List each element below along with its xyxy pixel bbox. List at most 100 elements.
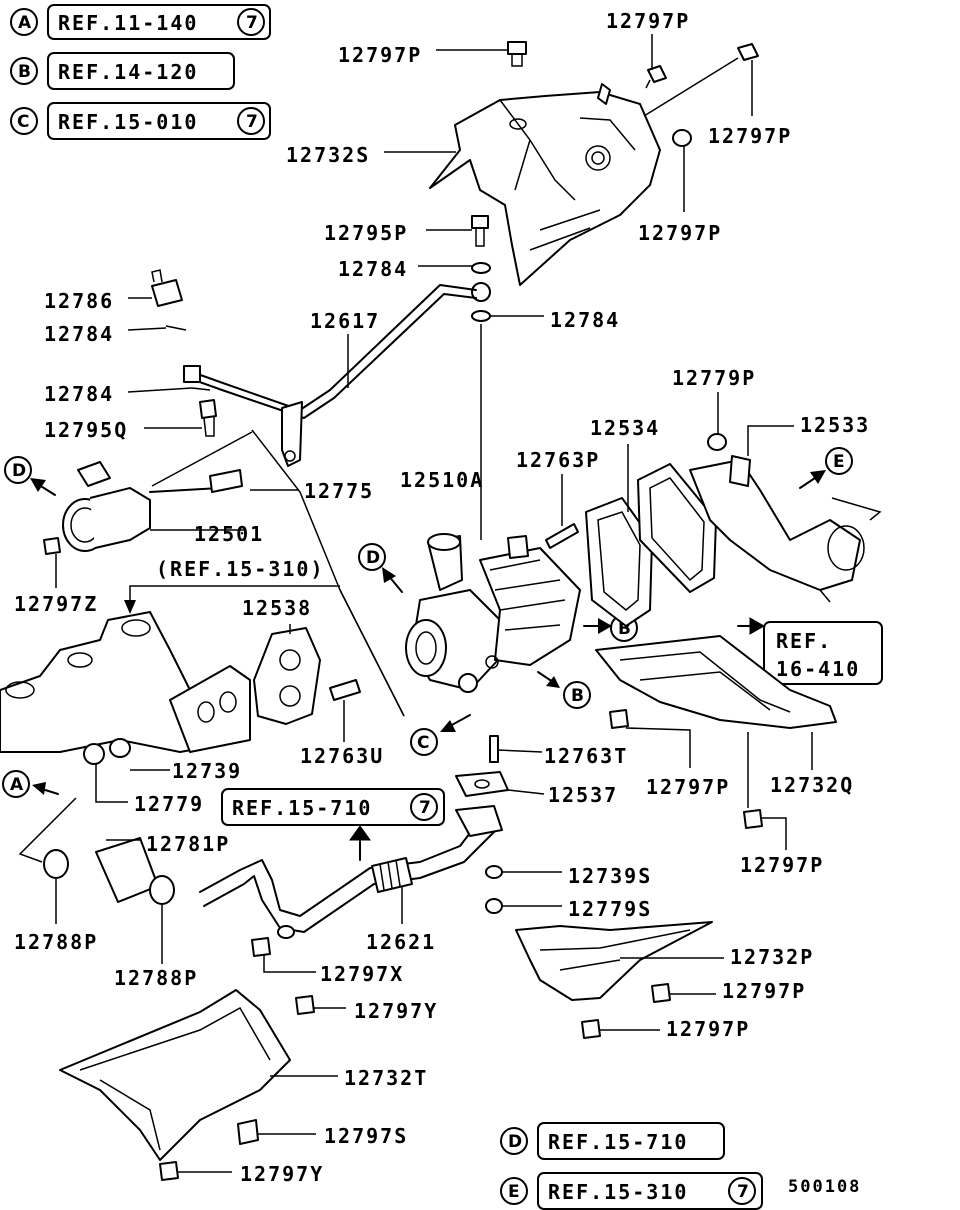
bolt-12797p-c	[737, 43, 759, 61]
part-label: 12537	[548, 783, 618, 807]
ref-text-d: REF.15-710	[548, 1130, 688, 1154]
part-labels: 12797P 12797P 12797P 12732S 12797P 12795…	[14, 9, 870, 1186]
bolt-12797p-b	[645, 65, 667, 89]
part-label: 12784	[338, 257, 408, 281]
part-label: 12797S	[324, 1124, 408, 1148]
stud-12763u	[329, 679, 361, 701]
stud-12763p	[545, 523, 579, 549]
ref-box-c[interactable]: C REF.15-010 7	[10, 102, 271, 140]
marker-d-turbo: D	[358, 543, 403, 593]
svg-text:E: E	[833, 452, 845, 472]
part-label: 12788P	[114, 966, 198, 990]
part-label: 12797Y	[240, 1162, 324, 1186]
ref-box-e[interactable]: E REF.15-310 7	[500, 1172, 763, 1210]
bolt-12797p-h	[581, 1019, 601, 1039]
svg-text:D: D	[12, 461, 26, 481]
part-label: 12784	[44, 382, 114, 406]
stud-12763t	[489, 735, 499, 763]
bolt-12797p-a	[507, 41, 527, 67]
wastegate-actuator	[43, 461, 243, 555]
part-label: 12797P	[606, 9, 690, 33]
svg-text:B: B	[571, 686, 584, 706]
ref-plain-15-310: (REF.15-310)	[124, 557, 340, 614]
heat-shield-top	[429, 83, 661, 286]
pipe-12621	[199, 805, 503, 939]
bolt-12797y-a	[295, 995, 315, 1015]
nut-12779p	[707, 433, 727, 451]
part-label: 12781P	[146, 832, 230, 856]
bolt-12797p-e	[609, 709, 629, 729]
part-label: 12739	[172, 759, 242, 783]
part-label: 12732P	[730, 945, 814, 969]
ref-num-a: 7	[246, 13, 258, 33]
part-label: 12775	[304, 479, 374, 503]
marker-c: C	[410, 714, 471, 756]
part-label: 12797P	[646, 775, 730, 799]
ref-text-e: REF.15-310	[548, 1180, 688, 1204]
oil-pipe	[183, 284, 477, 467]
fitting-12786	[151, 269, 183, 307]
ref-box-b[interactable]: B REF.14-120	[10, 52, 235, 90]
ref-box-16-410[interactable]: REF. 16-410	[737, 617, 883, 685]
ref-letter-c: C	[17, 112, 29, 132]
bolt-12797p-f	[743, 809, 763, 829]
bolt-12797s	[237, 1119, 259, 1145]
part-label: 12797P	[740, 853, 824, 877]
clamp-12788p-b	[149, 875, 175, 905]
bolt-12797p-d	[672, 129, 692, 147]
part-label: 12797P	[666, 1017, 750, 1041]
diagram-code: 500108	[788, 1177, 861, 1197]
part-label: 12763P	[516, 448, 600, 472]
part-label: 12534	[590, 416, 660, 440]
ref-letter-a: A	[18, 13, 32, 33]
part-label: 12621	[366, 930, 436, 954]
svg-text:D: D	[366, 548, 380, 568]
part-label: 12763T	[544, 744, 628, 768]
ref-box-15-710[interactable]: REF.15-710 7	[221, 788, 445, 861]
part-label: 12797X	[320, 962, 404, 986]
gasket-12538	[253, 627, 321, 725]
bolt-12795q	[199, 399, 217, 437]
svg-text:A: A	[10, 775, 24, 795]
ref-plain-text: (REF.15-310)	[156, 557, 325, 581]
nut-12779s	[485, 898, 503, 914]
part-label: 12779S	[568, 897, 652, 921]
ref-box-d[interactable]: D REF.15-710	[500, 1122, 725, 1160]
turbocharger	[405, 533, 581, 693]
heat-shield-12732t	[59, 989, 291, 1161]
part-label: 12533	[800, 413, 870, 437]
part-label: 12779P	[672, 366, 756, 390]
part-label: 12797P	[708, 124, 792, 148]
part-label: 12501	[194, 522, 264, 546]
part-label: 12617	[310, 309, 380, 333]
part-label: 12795P	[324, 221, 408, 245]
ref-text-16-410-a: REF.	[776, 629, 832, 653]
ref-num-15-710: 7	[419, 798, 431, 818]
svg-text:C: C	[417, 733, 429, 753]
part-label: 12732T	[344, 1066, 428, 1090]
clamp-12788p-a	[43, 849, 69, 879]
marker-d-left: D	[4, 456, 56, 496]
washer-12739	[109, 738, 131, 758]
marker-a: A	[2, 770, 77, 863]
ref-letter-e: E	[508, 1182, 520, 1202]
bolt-12797y-b	[159, 1161, 179, 1181]
marker-e: E	[799, 447, 853, 489]
part-label: 12763U	[300, 744, 384, 768]
washer-12739s	[485, 865, 503, 879]
part-label: 12797P	[722, 979, 806, 1003]
heat-shield-12732p	[515, 921, 713, 1001]
leader-lines	[55, 34, 813, 1173]
part-label: 12538	[242, 596, 312, 620]
part-label: 12797Y	[354, 999, 438, 1023]
ref-letter-d: D	[508, 1132, 522, 1152]
ref-text-16-410-b: 16-410	[776, 657, 860, 681]
exhaust-manifold	[0, 611, 251, 753]
part-label: 12786	[44, 289, 114, 313]
ref-box-a[interactable]: A REF.11-140 7	[10, 4, 271, 40]
washer-12784-a	[165, 325, 187, 331]
washers	[471, 262, 491, 322]
part-label: 12797P	[638, 221, 722, 245]
part-label: 12784	[44, 322, 114, 346]
